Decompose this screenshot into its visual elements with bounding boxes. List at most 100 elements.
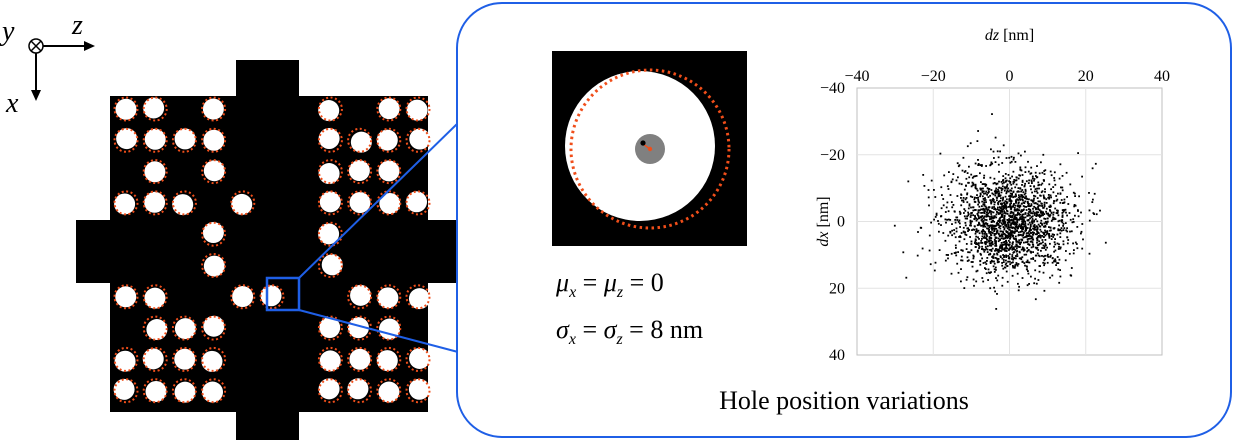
scatter-point — [990, 234, 992, 237]
scatter-point — [1012, 246, 1015, 249]
scatter-point — [1050, 229, 1052, 232]
scatter-point — [1006, 209, 1008, 212]
scatter-point — [999, 227, 1002, 230]
ideal-hole-outline — [201, 253, 227, 278]
scatter-point — [1018, 223, 1021, 226]
scatter-point — [1000, 213, 1003, 216]
scatter-point — [971, 229, 973, 231]
scatter-point — [987, 224, 989, 227]
scatter-point — [1003, 211, 1006, 214]
scatter-point — [958, 219, 961, 222]
lattice-hole — [115, 286, 137, 308]
scatter-point — [1001, 208, 1003, 211]
scatter-point — [970, 240, 973, 243]
scatter-point — [955, 179, 958, 182]
scatter-point — [983, 215, 986, 218]
scatter-point — [986, 251, 989, 253]
scatter-point — [984, 246, 987, 248]
scatter-point — [951, 223, 953, 225]
scatter-point — [958, 236, 960, 238]
scatter-point — [980, 253, 982, 256]
scatter-point — [1018, 251, 1021, 254]
scatter-point — [1049, 254, 1052, 257]
lattice-hole — [319, 350, 341, 372]
scatter-point — [994, 194, 997, 197]
scatter-point — [1009, 237, 1011, 240]
scatter-point — [979, 192, 982, 195]
scatter-point — [1048, 236, 1051, 239]
lattice-hole — [143, 97, 165, 119]
scatter-point — [1014, 195, 1017, 198]
scatter-point — [1044, 220, 1047, 223]
scatter-point — [1058, 229, 1061, 232]
scatter-point — [967, 207, 970, 210]
scatter-point — [1010, 187, 1013, 190]
scatter-point — [949, 230, 952, 233]
scatter-point — [1009, 182, 1012, 184]
scatter-point — [1036, 211, 1039, 214]
scatter-point — [1009, 241, 1011, 244]
scatter-point — [1062, 223, 1065, 225]
scatter-point — [927, 196, 930, 199]
scatter-point — [1025, 253, 1028, 256]
scatter-point — [959, 226, 961, 228]
scatter-point — [1043, 217, 1046, 220]
scatter-point — [1032, 225, 1035, 227]
y-axis-label: dx [nm] — [815, 196, 832, 246]
scatter-point — [984, 243, 987, 246]
scatter-point — [974, 214, 976, 217]
scatter-point — [1033, 202, 1036, 205]
scatter-point — [1041, 235, 1044, 237]
scatter-point — [1011, 274, 1014, 277]
scatter-point — [947, 234, 950, 237]
scatter-point — [1057, 220, 1060, 223]
scatter-point — [997, 190, 1000, 193]
lattice-hole — [321, 254, 343, 276]
scatter-point — [978, 217, 980, 220]
scatter-point — [1014, 249, 1017, 251]
scatter-point — [1018, 285, 1020, 288]
scatter-point — [1052, 191, 1055, 194]
scatter-point — [1066, 230, 1069, 233]
scatter-point — [1043, 245, 1046, 248]
scatter-point — [1022, 216, 1025, 219]
ideal-hole-outline — [171, 315, 197, 341]
scatter-point — [1032, 245, 1035, 248]
scatter-point — [970, 185, 973, 188]
axis-x-label: x — [6, 88, 19, 119]
scatter-point — [989, 260, 992, 263]
scatter-point — [999, 244, 1002, 247]
scatter-point — [1080, 230, 1083, 233]
scatter-point — [998, 218, 1001, 220]
scatter-point — [981, 238, 983, 240]
scatter-point — [1034, 195, 1037, 198]
scatter-point — [989, 252, 992, 255]
scatter-point — [1067, 239, 1070, 241]
scatter-point — [1088, 219, 1091, 222]
scatter-point — [991, 229, 993, 231]
lattice-hole — [406, 191, 428, 213]
scatter-point — [1011, 243, 1014, 245]
scatter-point — [983, 212, 986, 215]
scatter-point — [1045, 223, 1048, 225]
scatter-point — [1052, 216, 1054, 219]
ideal-hole-outline — [317, 221, 343, 247]
y-tick-label: 20 — [829, 280, 845, 297]
scatter-point — [994, 257, 997, 259]
scatter-point — [954, 221, 957, 224]
scatter-point — [996, 279, 999, 282]
scatter-point — [963, 215, 966, 218]
scatter-point — [1021, 260, 1024, 263]
scatter-point — [1001, 188, 1004, 190]
scatter-point — [1002, 198, 1004, 201]
scatter-point — [994, 191, 997, 194]
scatter-point — [1015, 247, 1018, 250]
scatter-point — [991, 219, 994, 222]
scatter-point — [1043, 196, 1045, 198]
scatter-point — [981, 190, 984, 192]
scatter-point — [1033, 231, 1035, 234]
scatter-point — [1024, 182, 1026, 185]
lattice-hole — [408, 378, 430, 400]
scatter-point — [972, 254, 975, 257]
lattice-hole — [174, 381, 196, 403]
